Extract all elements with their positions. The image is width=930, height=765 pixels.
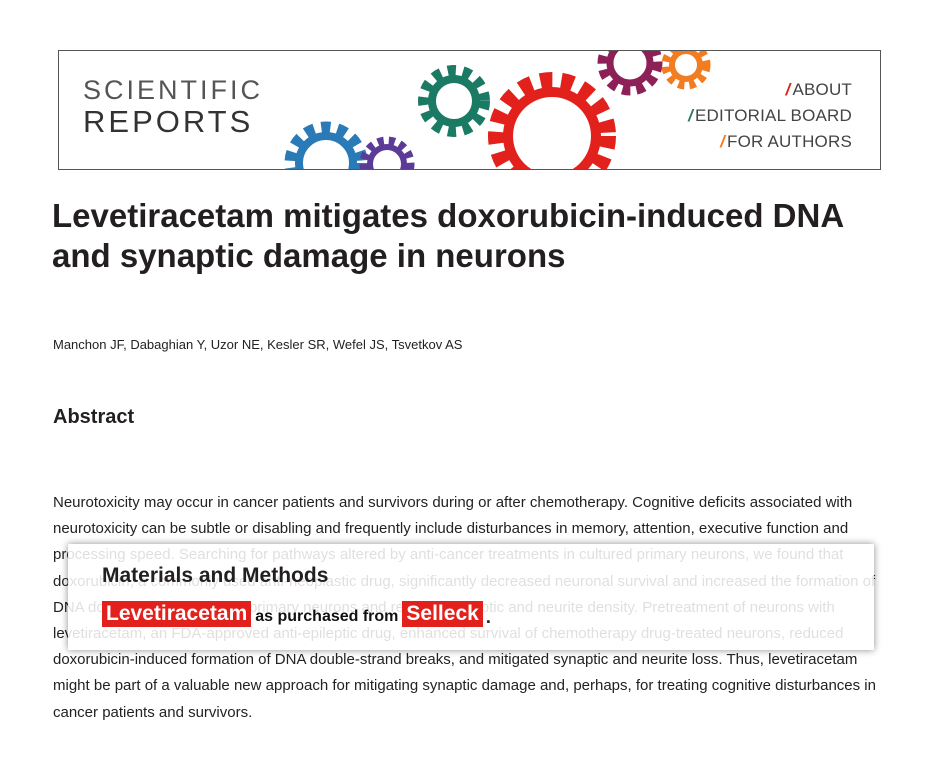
nav-about-label: ABOUT [792, 80, 852, 99]
nav-editorial-board[interactable]: /EDITORIAL BOARD [688, 103, 852, 129]
blue-gear-icon [284, 121, 368, 169]
gears-illustration [284, 51, 711, 169]
logo-text-bottom: REPORTS [83, 104, 254, 139]
supplier-highlight: Selleck [402, 601, 483, 627]
methods-period: . [485, 606, 491, 627]
nav-slash: / [688, 106, 694, 125]
maroon-gear-icon [597, 51, 663, 96]
nav-slash: / [785, 80, 791, 99]
article-authors: Manchon JF, Dabaghian Y, Uzor NE, Kesler… [53, 337, 463, 352]
article-title: Levetiracetam mitigates doxorubicin-indu… [52, 197, 843, 274]
blue-gear-ring [295, 132, 357, 169]
nav-about[interactable]: /ABOUT [688, 77, 852, 103]
methods-heading: Materials and Methods [102, 564, 329, 587]
methods-connector: as purchased from [255, 608, 399, 625]
methods-sentence: Levetiracetam as purchased from Selleck … [102, 600, 491, 628]
orange-gear-icon [661, 51, 711, 90]
methods-callout: Materials and Methods Levetiracetam as p… [68, 544, 874, 650]
product-highlight: Levetiracetam [102, 601, 252, 627]
nav-for-authors-label: FOR AUTHORS [727, 132, 852, 151]
abstract-heading: Abstract [53, 406, 135, 428]
purple-gear-icon [359, 136, 415, 169]
nav-for-authors[interactable]: /FOR AUTHORS [688, 129, 852, 155]
nav-editorial-board-label: EDITORIAL BOARD [695, 106, 852, 125]
journal-logo[interactable]: SCIENTIFIC REPORTS [83, 75, 264, 139]
red-gear-icon [488, 72, 616, 169]
nav-slash: / [720, 132, 725, 151]
logo-text-top: SCIENTIFIC [83, 75, 264, 105]
teal-gear-icon [418, 65, 490, 137]
journal-nav: /ABOUT /EDITORIAL BOARD /FOR AUTHORS [688, 77, 852, 155]
journal-banner: SCIENTIFIC REPORTS /ABOUT [58, 50, 881, 170]
